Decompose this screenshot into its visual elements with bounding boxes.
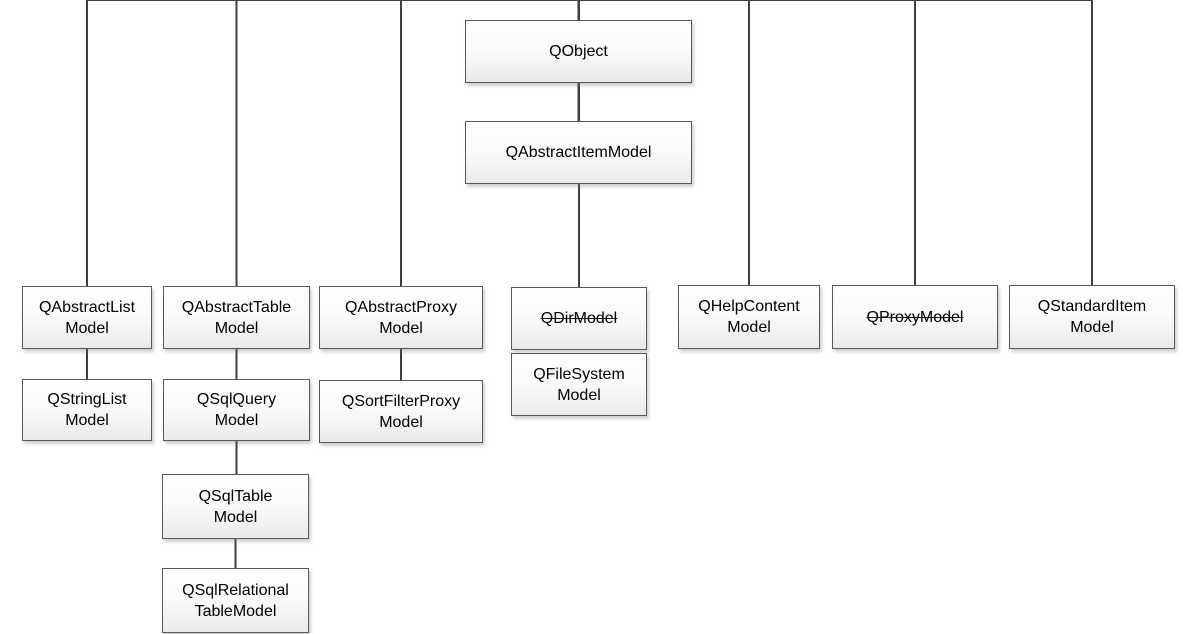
class-box-label: Model (213, 508, 258, 526)
class-box-label: QStandardItem (1037, 298, 1147, 315)
class-box-label: Model (214, 319, 259, 337)
class-box-label: QStringList (47, 391, 127, 408)
class-box-qabstractitemmodel: QAbstractItemModel (465, 121, 692, 184)
class-box-label: Model (557, 386, 601, 404)
class-box-qobject: QObject (465, 20, 692, 83)
class-box-qproxymodel: QProxyModel (832, 285, 998, 349)
class-box-label: QAbstractItemModel (505, 144, 652, 161)
class-box-label: QAbstractProxy (344, 298, 458, 316)
class-box-qdirmodel: QDirModel (511, 287, 647, 350)
class-box-label: Model (214, 412, 259, 429)
class-box-label: QSqlRelational (182, 581, 289, 599)
class-box-label: Model (65, 412, 109, 429)
class-box-label: QDirModel (540, 310, 618, 327)
class-box-label: Model (379, 413, 423, 431)
class-box-label: QFileSystem (533, 365, 625, 383)
class-box-label: QSortFilterProxy (341, 392, 461, 410)
class-box-label: Model (65, 319, 109, 337)
class-box-label: TableModel (194, 602, 277, 620)
class-box-label: QSqlTable (198, 487, 273, 505)
class-box-label: QObject (549, 43, 608, 60)
class-box-label: Model (379, 319, 423, 337)
class-box-label: QAbstractList (38, 298, 136, 316)
class-box-label: QSqlQuery (196, 391, 277, 408)
class-box-label: QAbstractTable (181, 298, 292, 316)
class-box-label: Model (1070, 319, 1114, 336)
class-box-label: QProxyModel (866, 308, 964, 326)
class-box-label: Model (727, 319, 771, 336)
class-box-label: QHelpContent (698, 298, 800, 315)
